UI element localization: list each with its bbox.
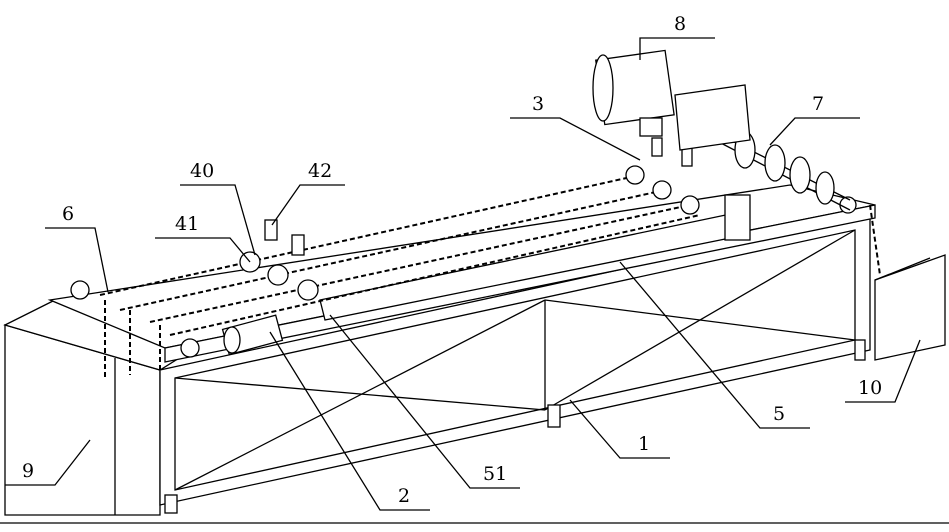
cylinder [221, 314, 284, 356]
label-42: 42 [308, 160, 332, 182]
chains [99, 174, 881, 380]
left-tank [3, 299, 202, 516]
label-40: 40 [190, 160, 214, 182]
label-5: 5 [773, 403, 785, 425]
table-top [47, 184, 876, 363]
label-41: 41 [175, 213, 199, 235]
right-tank [874, 254, 946, 361]
label-6: 6 [62, 203, 74, 225]
label-2: 2 [398, 485, 410, 507]
label-8: 8 [674, 13, 686, 35]
posts [264, 137, 751, 256]
motor [592, 49, 751, 151]
label-3: 3 [532, 93, 544, 115]
label-7: 7 [812, 93, 824, 115]
label-1: 1 [638, 433, 650, 455]
label-10: 10 [858, 377, 882, 399]
label-9: 9 [22, 460, 34, 482]
label-51: 51 [483, 463, 507, 485]
frame [159, 214, 871, 514]
callouts: 8 3 7 40 42 6 41 5 10 1 51 2 9 [5, 13, 921, 511]
sprockets [70, 165, 857, 358]
